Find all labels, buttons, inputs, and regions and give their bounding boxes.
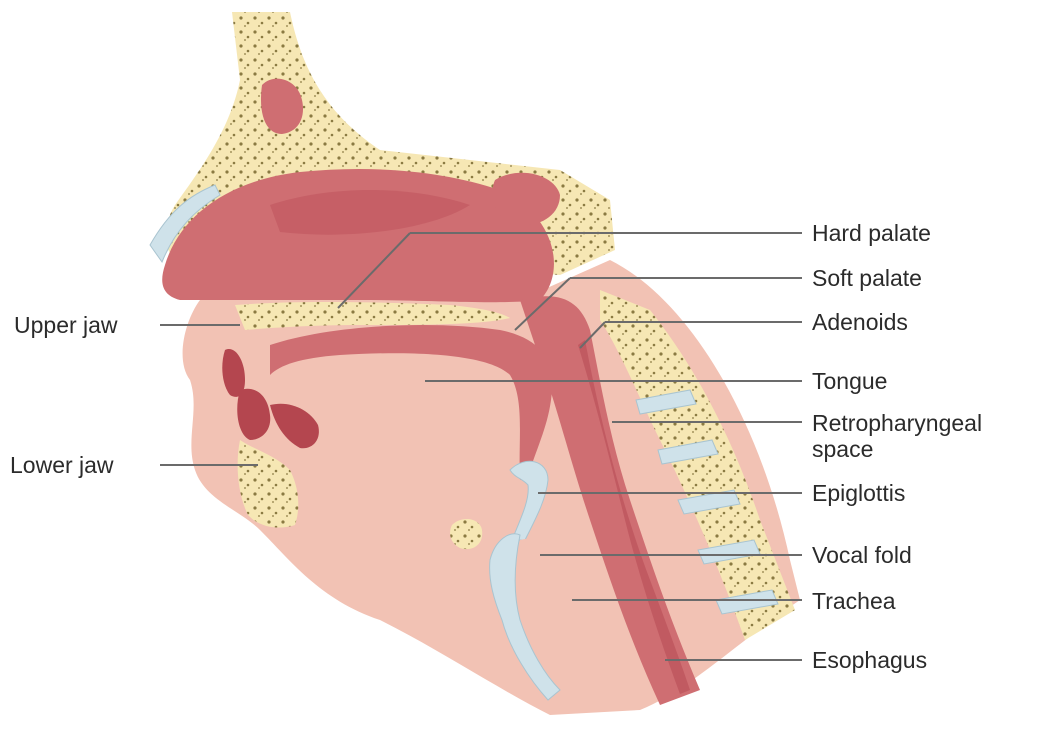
label-tongue: Tongue [812, 368, 887, 394]
label-soft-palate: Soft palate [812, 265, 922, 291]
label-esophagus: Esophagus [812, 647, 927, 673]
label-adenoids: Adenoids [812, 309, 908, 335]
label-vocal-fold: Vocal fold [812, 542, 912, 568]
label-hard-palate: Hard palate [812, 220, 931, 246]
label-lower-jaw: Lower jaw [10, 452, 114, 478]
label-retropharyngeal-space: space [812, 436, 873, 462]
label-epiglottis: Epiglottis [812, 480, 905, 506]
label-upper-jaw: Upper jaw [14, 312, 118, 338]
label-retropharyngeal: Retropharyngeal [812, 410, 982, 436]
label-trachea: Trachea [812, 588, 896, 614]
